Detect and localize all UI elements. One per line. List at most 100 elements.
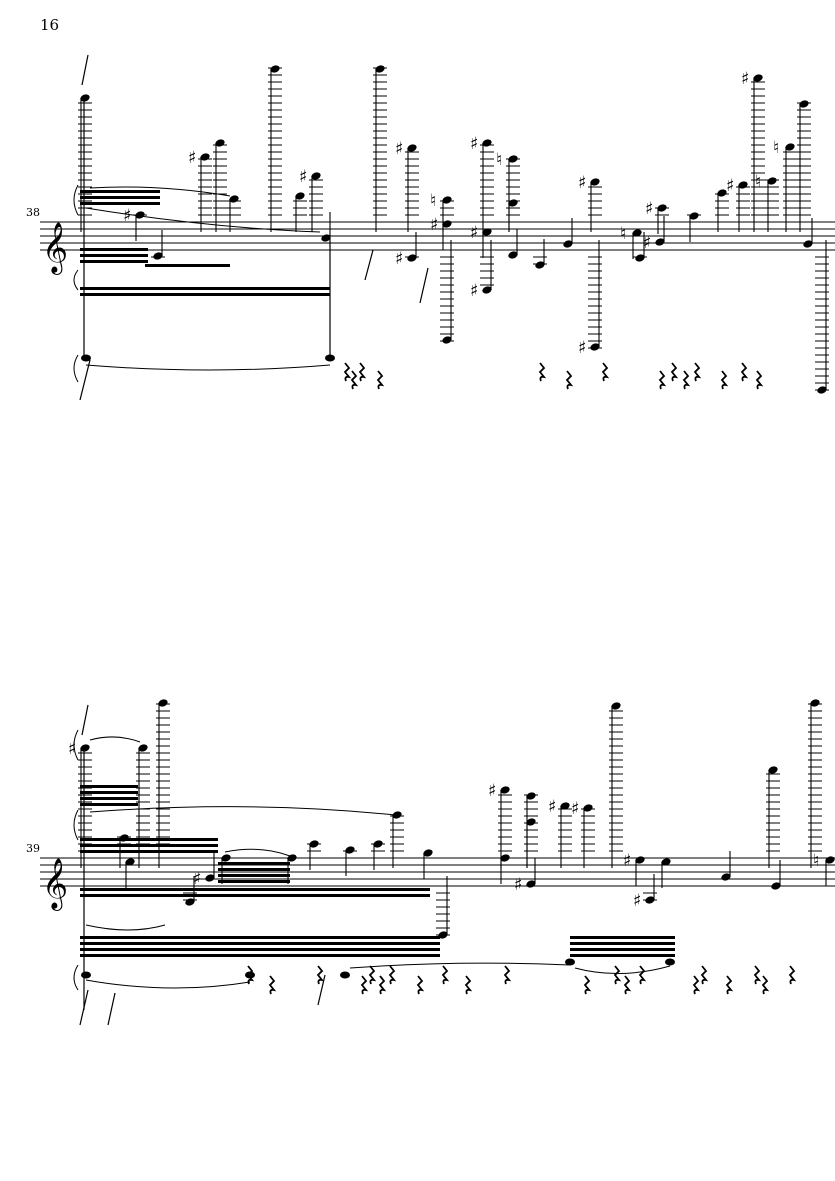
rest-icon <box>613 965 622 985</box>
rest-icon <box>360 975 369 995</box>
sharp-sign-icon: ♯ <box>643 233 651 253</box>
notehead <box>560 802 570 810</box>
notehead <box>407 254 417 262</box>
notehead <box>526 818 536 826</box>
rest-icon <box>753 965 762 985</box>
notehead <box>632 229 642 237</box>
natural-sign-icon: ♮ <box>430 191 436 211</box>
notehead <box>153 252 163 260</box>
rest-icon <box>358 362 367 382</box>
sharp-sign-icon: ♯ <box>470 134 478 154</box>
notehead <box>611 702 621 710</box>
notehead <box>583 804 593 812</box>
rest-icon <box>316 965 325 985</box>
notes-system-38: ♯♯♯♯♯♮♯♯♯♯♮♯♯♮♯♯♯♯♮♮ <box>78 65 829 394</box>
natural-sign-icon: ♮ <box>620 224 626 244</box>
treble-clef-icon: 𝄞 <box>42 222 68 275</box>
notehead <box>500 786 510 794</box>
rest-icon <box>692 975 701 995</box>
notehead <box>442 336 452 344</box>
sharp-sign-icon: ♯ <box>726 176 734 196</box>
rest-icon <box>740 362 749 382</box>
notehead <box>526 880 536 888</box>
natural-sign-icon: ♮ <box>755 172 761 192</box>
rest-icon <box>368 965 377 985</box>
notehead <box>158 699 168 707</box>
notehead <box>125 858 135 866</box>
sharp-sign-icon: ♯ <box>633 891 641 911</box>
notehead <box>119 834 129 842</box>
notehead <box>785 143 795 151</box>
notehead <box>768 766 778 774</box>
sharp-sign-icon: ♯ <box>470 223 478 243</box>
rest-icon <box>416 975 425 995</box>
notehead <box>590 343 600 351</box>
natural-sign-icon: ♮ <box>813 851 819 871</box>
rest-icon <box>670 362 679 382</box>
notehead <box>442 196 452 204</box>
sharp-sign-icon: ♯ <box>395 249 403 269</box>
rest-icon <box>761 975 770 995</box>
rest-icon <box>464 975 473 995</box>
sharp-sign-icon: ♯ <box>123 206 131 226</box>
sharp-sign-icon: ♯ <box>514 875 522 895</box>
rest-icon <box>693 362 702 382</box>
staff-system-39: 𝄞 <box>40 704 835 1026</box>
rest-icon <box>503 965 512 985</box>
notehead <box>721 873 731 881</box>
rest-icon <box>538 362 547 382</box>
sharp-sign-icon: ♯ <box>548 797 556 817</box>
notehead <box>717 189 727 197</box>
notehead <box>535 261 545 269</box>
rests-system-39 <box>246 965 797 995</box>
rest-icon <box>565 370 574 390</box>
notehead <box>810 699 820 707</box>
natural-sign-icon: ♮ <box>773 138 779 158</box>
sharp-sign-icon: ♯ <box>578 173 586 193</box>
notehead <box>590 178 600 186</box>
notehead <box>635 856 645 864</box>
notehead <box>799 100 809 108</box>
rest-icon <box>601 362 610 382</box>
treble-clef-icon: 𝄞 <box>42 858 68 911</box>
rest-icon <box>350 370 359 390</box>
notehead <box>526 792 536 800</box>
notehead <box>563 240 573 248</box>
notehead <box>80 94 90 102</box>
notes-system-39: ♯♯♯♯♯♯♯♯♮ <box>68 699 835 939</box>
rest-icon <box>343 362 352 382</box>
notehead <box>138 744 148 752</box>
notehead <box>205 874 215 882</box>
notehead <box>407 144 417 152</box>
notehead <box>661 858 671 866</box>
notehead <box>423 849 433 857</box>
notehead <box>482 228 492 236</box>
sharp-sign-icon: ♯ <box>623 851 631 871</box>
notehead <box>345 846 355 854</box>
notehead <box>753 74 763 82</box>
notehead <box>655 238 665 246</box>
sharp-sign-icon: ♯ <box>488 781 496 801</box>
sharp-sign-icon: ♯ <box>299 167 307 187</box>
rest-icon <box>623 975 632 995</box>
notehead <box>295 192 305 200</box>
notehead <box>825 856 835 864</box>
rests-system-38 <box>343 362 764 390</box>
measure-number-38: 38 <box>26 206 40 219</box>
notehead <box>392 811 402 819</box>
rest-icon <box>441 965 450 985</box>
notehead <box>635 254 645 262</box>
notehead <box>287 854 297 862</box>
notehead <box>270 65 280 73</box>
notehead <box>321 234 331 242</box>
sharp-sign-icon: ♯ <box>430 215 438 235</box>
notehead <box>80 744 90 752</box>
rest-icon <box>720 370 729 390</box>
natural-sign-icon: ♮ <box>496 150 502 170</box>
rest-icon <box>388 965 397 985</box>
sharp-sign-icon: ♯ <box>193 869 201 889</box>
measure-number-39: 39 <box>26 842 40 855</box>
sharp-sign-icon: ♯ <box>645 199 653 219</box>
sharp-sign-icon: ♯ <box>571 799 579 819</box>
